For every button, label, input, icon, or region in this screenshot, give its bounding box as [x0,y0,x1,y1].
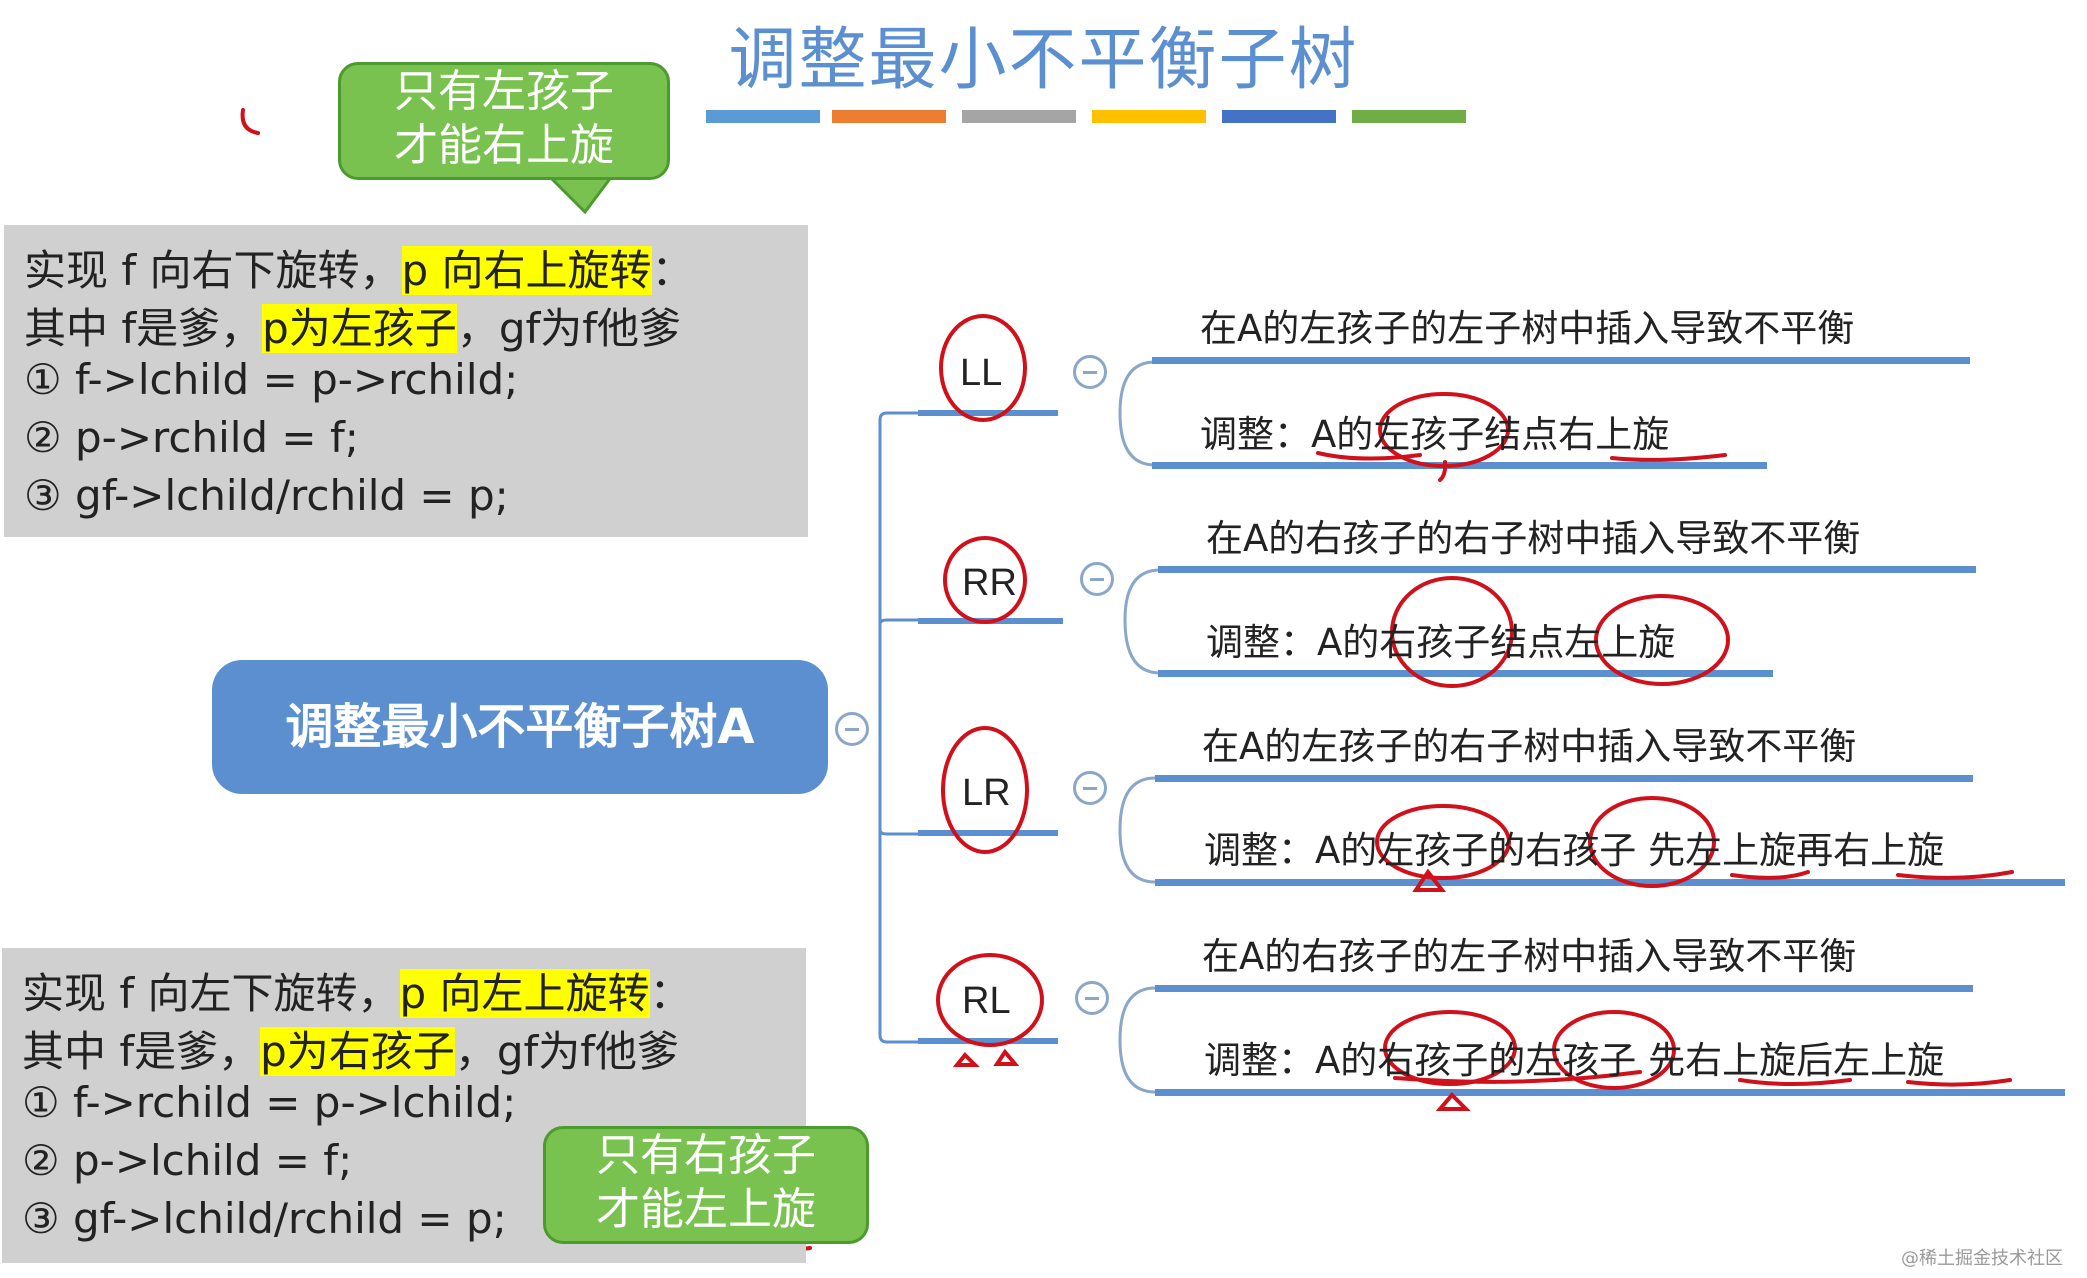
color-bar-2 [832,110,946,123]
right-rotation-line1: 实现 f 向右下旋转，p 向右上旋转： [24,237,694,298]
branch-ll-cause: 在A的左孩子的左子树中插入导致不平衡 [1200,307,1855,350]
bottom-callout-line1: 只有右孩子 [596,1130,816,1181]
left-rotation-box: 实现 f 向左下旋转，p 向左上旋转： 其中 f是爹，p为右孩子，gf为f他爹 … [2,948,806,1263]
left-rotation-line2-c: ，gf为f他爹 [454,1027,680,1076]
collapse-icon-lr[interactable] [1073,771,1107,805]
right-rotation-step3: ③ gf->lchild/rchild = p; [24,471,509,520]
right-rotation-step1: ① f->lchild = p->rchild; [24,355,519,404]
branch-ll-fix: 调整：A的左孩子结点右上旋 [1200,413,1670,456]
right-rotation-highlight-1: p 向右上旋转 [401,246,652,295]
root-node[interactable]: 调整最小不平衡子树A [212,660,828,794]
branch-rl-cause: 在A的右孩子的左子树中插入导致不平衡 [1202,935,1857,978]
right-rotation-line2-a: 其中 f是爹， [24,304,263,353]
right-rotation-box: 实现 f 向右下旋转，p 向右上旋转： 其中 f是爹，p为左孩子，gf为f他爹 … [4,225,808,537]
branch-lr-fix: 调整：A的左孩子的右孩子 先左上旋再右上旋 [1204,829,1945,872]
branch-type-lr[interactable]: LR [962,772,1011,814]
branch-type-rr[interactable]: RR [962,562,1017,604]
branch-type-ll[interactable]: LL [960,352,1003,394]
collapse-icon-root[interactable] [835,712,869,746]
right-rotation-line1-c: ： [651,246,694,295]
watermark: @稀土掘金技术社区 [1901,1248,2063,1269]
collapse-icon-rr[interactable] [1080,562,1114,596]
branch-rl-fix: 调整：A的右孩子的左孩子 先右上旋后左上旋 [1204,1039,1945,1082]
collapse-icon-rl[interactable] [1075,981,1109,1015]
branch-rr-cause: 在A的右孩子的右子树中插入导致不平衡 [1206,517,1861,560]
left-rotation-line1-a: 实现 f 向左下旋转， [22,969,400,1018]
collapse-icon-ll[interactable] [1073,355,1107,389]
top-callout-line1: 只有左孩子 [394,66,614,117]
left-rotation-highlight-1: p 向左上旋转 [399,969,650,1018]
top-callout-line2: 才能右上旋 [394,120,614,171]
left-rotation-line2-a: 其中 f是爹， [22,1027,261,1076]
color-bar-1 [706,110,820,123]
bottom-callout-line2: 才能左上旋 [596,1184,816,1235]
color-bar-3 [962,110,1076,123]
page-title: 调整最小不平衡子树 [728,21,1359,100]
color-bar-6 [1352,110,1466,123]
color-bar-5 [1222,110,1336,123]
branch-rr-fix: 调整：A的右孩子结点左上旋 [1206,621,1676,664]
right-rotation-line1-a: 实现 f 向右下旋转， [24,246,402,295]
right-rotation-highlight-2: p为左孩子 [262,304,457,353]
left-rotation-line1: 实现 f 向左下旋转，p 向左上旋转： [22,960,692,1021]
left-rotation-line2: 其中 f是爹，p为右孩子，gf为f他爹 [22,1018,679,1079]
branch-type-rl[interactable]: RL [962,980,1011,1022]
bottom-callout: 只有右孩子 才能左上旋 [543,1126,869,1244]
right-rotation-step2: ② p->rchild = f; [24,413,359,462]
left-rotation-step1: ① f->rchild = p->lchild; [22,1078,517,1127]
left-rotation-step3: ③ gf->lchild/rchild = p; [22,1194,507,1243]
color-bar-4 [1092,110,1206,123]
right-rotation-line2-c: ，gf为f他爹 [456,304,682,353]
top-callout: 只有左孩子 才能右上旋 [338,62,670,180]
branch-lr-cause: 在A的左孩子的右子树中插入导致不平衡 [1202,725,1857,768]
left-rotation-step2: ② p->lchild = f; [22,1136,353,1185]
left-rotation-highlight-2: p为右孩子 [260,1027,455,1076]
right-rotation-line2: 其中 f是爹，p为左孩子，gf为f他爹 [24,295,681,356]
left-rotation-line1-c: ： [649,969,692,1018]
